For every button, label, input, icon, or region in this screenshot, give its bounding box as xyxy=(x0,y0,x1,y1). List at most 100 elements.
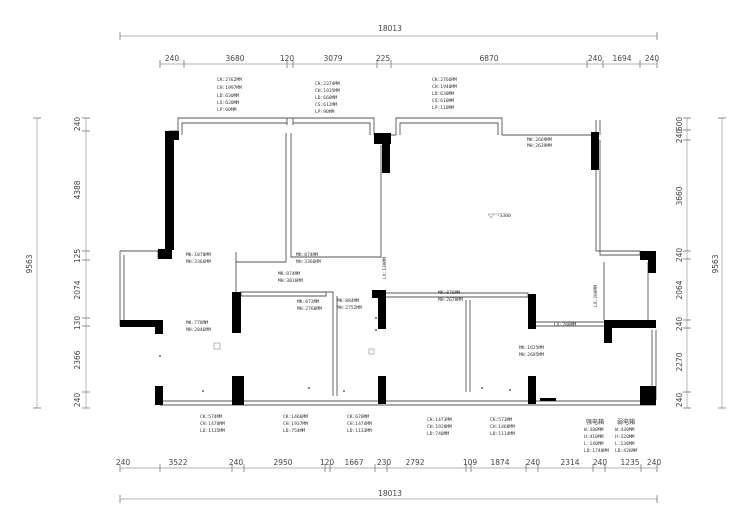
top-segment-dimensions: 240 3680 120 3079 225 6870 240 1694 240 xyxy=(159,54,660,68)
right-segment-dimensions: 600 240 3660 240 2064 240 2270 240 xyxy=(675,117,691,409)
svg-text:CK:670MM: CK:670MM xyxy=(347,414,369,420)
top-dimension-3: 120 xyxy=(280,54,295,63)
bottom-dimension-9: 109 xyxy=(463,458,478,467)
svg-text:LD:740MM: LD:740MM xyxy=(427,431,449,437)
svg-text:CK:1473MM: CK:1473MM xyxy=(427,417,452,423)
right-dimension-5: 2064 xyxy=(675,280,684,299)
svg-text:LD:1748MM: LD:1748MM xyxy=(584,448,609,454)
svg-text:CH:1470MM: CH:1470MM xyxy=(200,421,225,427)
bottom-window-annotation-3: CK:670MM CH:1474MM LD:1133MM xyxy=(347,414,372,434)
svg-text:MH:2846MM: MH:2846MM xyxy=(186,327,211,333)
svg-text:强电箱: 强电箱 xyxy=(586,418,604,426)
fixture-marks xyxy=(159,317,511,392)
svg-text:CH:1940MM: CH:1940MM xyxy=(432,84,457,90)
left-total-dimension: 9563 xyxy=(25,254,34,273)
room-label-9: MK:1625MM MH:2685MM xyxy=(519,345,544,358)
room-label-8: MK:778MM MH:2846MM xyxy=(186,320,211,333)
top-dimension-4: 3079 xyxy=(323,54,342,63)
bottom-dimension-8: 2792 xyxy=(405,458,424,467)
room-label-3: MK:874MM MH:3366MM xyxy=(296,252,321,265)
left-dimension-6: 2366 xyxy=(73,350,82,369)
svg-text:LD:630MM: LD:630MM xyxy=(217,93,239,99)
top-dimension-9: 240 xyxy=(645,54,660,63)
right-dimension-1: 600 xyxy=(675,117,684,132)
svg-text:MH:3016MM: MH:3016MM xyxy=(278,278,303,284)
svg-text:MH:2760MM: MH:2760MM xyxy=(297,306,322,312)
bottom-window-annotation-5: CK:573MM CH:1468MM LD:1114MM xyxy=(490,417,515,437)
bottom-window-annotation-4: CK:1473MM CH:1928MM LD:740MM xyxy=(427,417,452,437)
left-segment-dimensions: 240 4388 125 2074 130 2366 240 xyxy=(73,117,90,409)
bottom-dimension-10: 1874 xyxy=(490,458,509,467)
svg-text:LD:1133MM: LD:1133MM xyxy=(347,428,372,434)
bottom-dimension-15: 240 xyxy=(647,458,662,467)
top-dimension-7: 240 xyxy=(588,54,603,63)
bottom-total-dimension: 18013 xyxy=(378,489,402,498)
ceiling-height-label: -3300 xyxy=(497,213,511,219)
svg-text:CK:573MM: CK:573MM xyxy=(490,417,512,423)
svg-text:CK:574MM: CK:574MM xyxy=(200,414,222,420)
right-overall-dimension: 9563 xyxy=(711,117,726,409)
svg-text:W:380MM: W:380MM xyxy=(584,427,604,433)
left-dimension-1: 240 xyxy=(73,117,82,132)
bottom-segment-dimensions: 240 3522 240 2950 120 1667 230 2792 109 … xyxy=(116,458,662,472)
svg-text:L:130MM: L:130MM xyxy=(615,441,635,447)
svg-text:H:320MM: H:320MM xyxy=(615,434,635,440)
top-dimension-6: 6870 xyxy=(479,54,498,63)
svg-text:CH:1935MM: CH:1935MM xyxy=(315,88,340,94)
window-annotation-3: CK:2766MM CH:1940MM LD:630MM CS:610MM LP… xyxy=(432,77,457,111)
svg-text:LD:754MM: LD:754MM xyxy=(283,428,305,434)
svg-text:MH:2685MM: MH:2685MM xyxy=(519,352,544,358)
left-overall-dimension: 9563 xyxy=(25,117,41,409)
left-dimension-4: 2074 xyxy=(73,280,82,299)
bottom-dimension-1: 240 xyxy=(116,458,131,467)
bottom-window-annotation-2: CK:1466MM CH:1937MM LD:754MM xyxy=(283,414,308,434)
svg-text:LD:1114MM: LD:1114MM xyxy=(490,431,515,437)
top-dimension-8: 1694 xyxy=(612,54,631,63)
left-dimension-3: 125 xyxy=(73,249,82,264)
top-overall-dimension: 18013 xyxy=(119,24,658,40)
svg-text:MK:778MM: MK:778MM xyxy=(186,320,208,326)
svg-text:CK:2766MM: CK:2766MM xyxy=(432,77,457,83)
svg-text:MK:872MM: MK:872MM xyxy=(297,299,319,305)
svg-text:MK:884MM: MK:884MM xyxy=(337,298,359,304)
ceiling-height-mark: -3300 xyxy=(487,213,511,219)
bottom-dimension-12: 2314 xyxy=(560,458,579,467)
right-dimension-6: 240 xyxy=(675,317,684,332)
bottom-dimension-4: 2950 xyxy=(273,458,292,467)
bottom-window-annotation-1: CK:574MM CH:1470MM LD:1135MM xyxy=(200,414,225,434)
structural-columns xyxy=(120,131,656,405)
svg-text:MH:3366MM: MH:3366MM xyxy=(296,259,321,265)
strong-electric-box-annotation: 强电箱 W:380MM H:410MM L:140MM LD:1748MM xyxy=(584,418,609,454)
top-dimension-1: 240 xyxy=(165,54,180,63)
svg-text:MK:1070MM: MK:1070MM xyxy=(186,252,211,258)
svg-text:LD:660MM: LD:660MM xyxy=(315,95,337,101)
svg-text:CK:2762MM: CK:2762MM xyxy=(217,77,242,83)
right-dimension-2: 240 xyxy=(675,129,684,144)
svg-text:H:410MM: H:410MM xyxy=(584,434,604,440)
right-dimension-8: 240 xyxy=(675,393,684,408)
room-label-1: MK:2669MM MH:2639MM xyxy=(527,137,552,149)
bottom-dimension-6: 1667 xyxy=(344,458,363,467)
wall-outlines xyxy=(119,117,657,406)
svg-text:MK:876MM: MK:876MM xyxy=(438,290,460,296)
bottom-dimension-11: 240 xyxy=(526,458,541,467)
bottom-dimension-5: 120 xyxy=(320,458,335,467)
window-annotation-2: CK:2374MM CH:1935MM LD:660MM CS:612MM LP… xyxy=(315,81,340,115)
svg-text:CS:610MM: CS:610MM xyxy=(432,98,454,104)
room-label-4: MK:874MM MH:3016MM xyxy=(278,271,303,284)
svg-text:CH:1928MM: CH:1928MM xyxy=(427,424,452,430)
left-dimension-5: 130 xyxy=(73,316,82,331)
svg-text:CS:612MM: CS:612MM xyxy=(315,102,337,108)
room-label-7: MK:876MM MH:2678MM xyxy=(438,290,463,303)
bottom-dimension-7: 230 xyxy=(377,458,392,467)
svg-text:L:140MM: L:140MM xyxy=(584,441,604,447)
left-dimension-7: 240 xyxy=(73,393,82,408)
svg-text:LS:620MM: LS:620MM xyxy=(217,100,239,106)
svg-text:MH:2752MM: MH:2752MM xyxy=(337,305,362,311)
svg-text:LD:630MM: LD:630MM xyxy=(432,91,454,97)
right-dimension-7: 2270 xyxy=(675,352,684,371)
bottom-dimension-2: 3522 xyxy=(168,458,187,467)
svg-text:CH:1997MM: CH:1997MM xyxy=(217,85,242,91)
weak-electric-box-annotation: 弱电箱 W:430MM H:320MM L:130MM LD:426MM xyxy=(615,418,637,454)
